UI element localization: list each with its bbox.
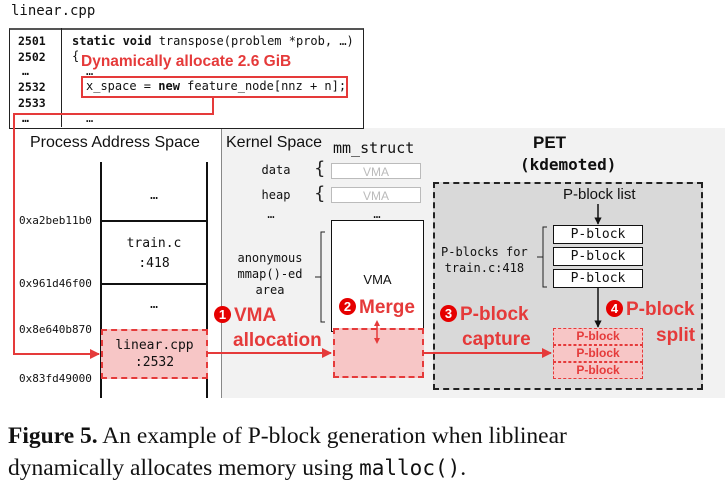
step-3-text-1: P-block [460, 304, 529, 325]
code-file-name: linear.cpp [11, 3, 96, 19]
vma-ellipsis: … [373, 207, 381, 221]
alloc-connector [13, 96, 214, 359]
line-number: 2533 [18, 96, 46, 110]
step-4-badge: 4 [606, 300, 623, 317]
pblocks-group-label-2: train.c:418 [444, 261, 525, 275]
linear-cpp-region [101, 329, 208, 379]
data-segment-label: data [261, 163, 291, 177]
code-listing [9, 28, 364, 129]
step-1-label-2: allocation [233, 330, 322, 351]
address-ellipsis: … [150, 297, 158, 312]
figure-caption: Figure 5. An example of P-block generati… [8, 420, 723, 484]
address-label: 0xa2beb11b0 [19, 214, 92, 227]
code-line: … [86, 64, 94, 78]
caption-code: malloc() [359, 456, 461, 480]
caption-end: . [460, 455, 467, 481]
anon-area-bracket [315, 231, 325, 323]
brace-icon: { [314, 183, 326, 204]
process-address-space-title: Process Address Space [30, 134, 200, 151]
pblock-list-title: P-block list [563, 186, 636, 203]
pblock: P-block [553, 269, 643, 288]
caption-text-1: An example of P-block generation when li… [97, 423, 567, 449]
pblock: P-block [553, 247, 643, 266]
step-4-text-1: P-block [626, 299, 695, 320]
split-pblock: P-block [553, 362, 643, 379]
code-line: { [72, 49, 80, 63]
kernel-ellipsis: … [267, 207, 275, 221]
step-4-label-2: split [656, 325, 696, 346]
address-label: 0x961d46f00 [19, 277, 92, 290]
line-number: … [22, 111, 29, 125]
split-pblock: P-block [553, 345, 643, 362]
address-divider [100, 220, 208, 222]
pblocks-bracket [537, 226, 547, 288]
pblocks-group-label: P-blocks for train.c:418 [441, 244, 528, 276]
figure-number: Figure 5. [8, 423, 98, 449]
split-pblock: P-block [553, 328, 643, 345]
address-space-border [206, 162, 208, 398]
line-number: 2501 [18, 34, 46, 48]
linear-region-line: :2532 [134, 355, 175, 370]
pblock: P-block [553, 225, 643, 244]
linear-region-file: linear.cpp [115, 338, 194, 353]
address-space-border [100, 162, 102, 398]
anon-vma-label: VMA [363, 272, 392, 287]
code-divider [61, 28, 62, 127]
brace-icon: { [314, 158, 326, 179]
step-3-badge: 3 [440, 305, 457, 322]
linear-region-label: linear.cpp :2532 [101, 337, 208, 371]
data-vma: VMA [331, 163, 421, 179]
address-divider [100, 283, 208, 285]
line-number: … [22, 64, 29, 78]
address-label: 0x8e640b870 [19, 323, 92, 336]
caption-text-2: dynamically allocates memory using [8, 455, 360, 481]
line-number: 2532 [18, 80, 46, 94]
allocation-annotation: Dynamically allocate 2.6 GiB [81, 53, 292, 70]
heap-segment-label: heap [261, 188, 291, 202]
pet-subtitle: (kdemoted) [520, 155, 617, 174]
anon-area-label-1: anonymous [237, 251, 303, 265]
step-1-text-1: VMA [234, 305, 277, 326]
heap-vma: VMA [331, 187, 421, 203]
step-1-badge: 1 [214, 306, 231, 323]
pblocks-group-label-1: P-blocks for [441, 245, 528, 259]
line-number: 2502 [18, 50, 46, 64]
address-ellipsis: … [150, 188, 158, 203]
address-label: 0x83fd49000 [19, 372, 92, 385]
code-line: static void transpose(problem *prob, …) [72, 34, 354, 48]
kernel-space-title: Kernel Space [226, 134, 323, 151]
code-line-alloc: x_space = new feature_node[nnz + n]; [86, 79, 347, 93]
step-2-text: Merge [359, 297, 415, 318]
train-region-line: :418 [138, 256, 170, 271]
allocation-highlight [81, 76, 348, 98]
anon-area-label-2: mmap()-ed [237, 267, 303, 281]
train-region-label: train.c [126, 236, 182, 251]
step-3-label-2: capture [462, 329, 531, 350]
step-2-badge: 2 [339, 298, 356, 315]
pet-title: PET [533, 133, 567, 152]
mm-struct-title: mm_struct [333, 139, 415, 157]
anon-area-label-3: area [255, 283, 285, 297]
code-line: … [86, 111, 94, 125]
